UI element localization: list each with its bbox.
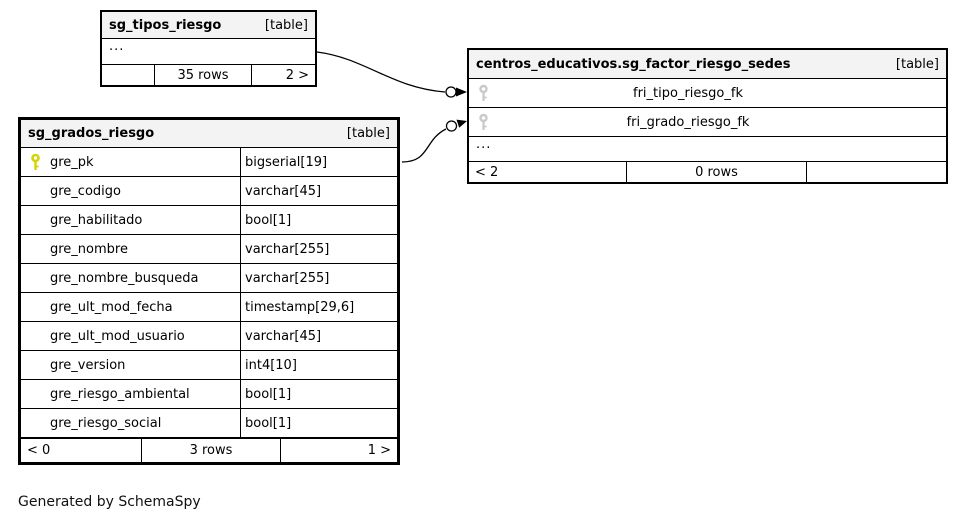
ellipsis-text: ... — [476, 137, 492, 152]
column-type: bigserial[19] — [245, 154, 328, 170]
column-row-gre-nombre-busqueda: gre_nombre_busqueda varchar[255] — [21, 264, 397, 293]
column-name: fri_tipo_riesgo_fk — [633, 85, 743, 101]
column-row-gre-habilitado: gre_habilitado bool[1] — [21, 206, 397, 235]
table-node-sg-factor-riesgo-sedes[interactable]: centros_educativos.sg_factor_riesgo_sede… — [467, 48, 948, 184]
generator-note: Generated by SchemaSpy — [18, 494, 201, 510]
column-type: timestamp[29,6] — [245, 299, 355, 315]
column-type: bool[1] — [245, 415, 292, 431]
column-name: gre_version — [50, 357, 126, 373]
column-name: gre_nombre_busqueda — [50, 270, 199, 286]
column-type: bool[1] — [245, 212, 292, 228]
table-title[interactable]: sg_tipos_riesgo — [109, 17, 222, 33]
column-row-gre-ult-mod-fecha: gre_ult_mod_fecha timestamp[29,6] — [21, 293, 397, 322]
table-footer: < 2 0 rows — [469, 161, 946, 182]
column-row-gre-version: gre_version int4[10] — [21, 351, 397, 380]
table-title[interactable]: sg_grados_riesgo — [28, 126, 155, 141]
footer-children-cell: 2 > — [285, 67, 309, 83]
foreign-key-icon — [469, 84, 498, 102]
footer-rowcount-cell: 3 rows — [142, 439, 281, 462]
column-row-gre-ult-mod-usuario: gre_ult_mod_usuario varchar[45] — [21, 322, 397, 351]
table-node-sg-tipos-riesgo[interactable]: sg_tipos_riesgo [table] ... 35 rows 2 > — [100, 10, 317, 87]
table-header[interactable]: sg_grados_riesgo [table] — [21, 120, 397, 148]
column-name: gre_ult_mod_usuario — [50, 328, 185, 344]
collapsed-columns-row: ... — [469, 137, 946, 162]
collapsed-columns-row: ... — [102, 39, 315, 65]
arrowhead-marker — [456, 119, 467, 128]
column-type: varchar[45] — [245, 183, 322, 199]
relationship-grados-to-factor — [401, 119, 467, 163]
table-node-sg-grados-riesgo[interactable]: sg_grados_riesgo [table] gre_pk bigseria… — [18, 117, 400, 465]
relationship-tipos-to-factor — [316, 51, 467, 98]
footer-rowcount-cell: 35 rows — [155, 65, 252, 85]
zero-circle-marker — [445, 120, 458, 132]
table-type-tag: [table] — [264, 17, 308, 33]
column-row-fri-tipo-riesgo-fk: fri_tipo_riesgo_fk — [469, 79, 946, 108]
zero-circle-marker — [445, 86, 457, 98]
table-footer: < 0 3 rows 1 > — [21, 438, 397, 462]
column-row-gre-riesgo-social: gre_riesgo_social bool[1] — [21, 409, 397, 438]
footer-children-cell: 1 > — [367, 443, 391, 458]
column-name: gre_codigo — [50, 183, 121, 199]
footer-parents-cell: < 0 — [21, 439, 142, 462]
column-type: bool[1] — [245, 386, 292, 402]
column-name: fri_grado_riesgo_fk — [626, 114, 750, 130]
footer-children-cell — [807, 162, 946, 182]
table-header[interactable]: centros_educativos.sg_factor_riesgo_sede… — [469, 50, 946, 79]
column-row-fri-grado-riesgo-fk: fri_grado_riesgo_fk — [469, 108, 946, 137]
column-name: gre_riesgo_ambiental — [50, 386, 190, 402]
primary-key-icon — [21, 153, 50, 171]
footer-parents-cell: < 2 — [469, 162, 627, 182]
column-row-gre-riesgo-ambiental: gre_riesgo_ambiental bool[1] — [21, 380, 397, 409]
ellipsis-text: ... — [109, 39, 125, 54]
table-title[interactable]: centros_educativos.sg_factor_riesgo_sede… — [476, 56, 791, 72]
column-type: varchar[255] — [245, 270, 330, 286]
column-row-gre-pk: gre_pk bigserial[19] — [21, 148, 397, 177]
column-type: varchar[45] — [245, 328, 322, 344]
table-type-tag: [table] — [346, 126, 390, 141]
footer-parents-cell — [102, 65, 155, 85]
table-type-tag: [table] — [895, 56, 939, 72]
column-name: gre_nombre — [50, 241, 128, 257]
column-row-gre-codigo: gre_codigo varchar[45] — [21, 177, 397, 206]
arrowhead-marker — [456, 87, 467, 97]
column-name: gre_ult_mod_fecha — [50, 299, 173, 315]
foreign-key-icon — [469, 113, 498, 131]
column-row-gre-nombre: gre_nombre varchar[255] — [21, 235, 397, 264]
column-name: gre_pk — [50, 154, 94, 170]
column-type: int4[10] — [245, 357, 297, 373]
table-header[interactable]: sg_tipos_riesgo [table] — [102, 12, 315, 39]
table-footer: 35 rows 2 > — [102, 65, 315, 85]
column-name: gre_riesgo_social — [50, 415, 162, 431]
column-type: varchar[255] — [245, 241, 330, 257]
column-name: gre_habilitado — [50, 212, 143, 228]
footer-rowcount-cell: 0 rows — [627, 162, 807, 182]
